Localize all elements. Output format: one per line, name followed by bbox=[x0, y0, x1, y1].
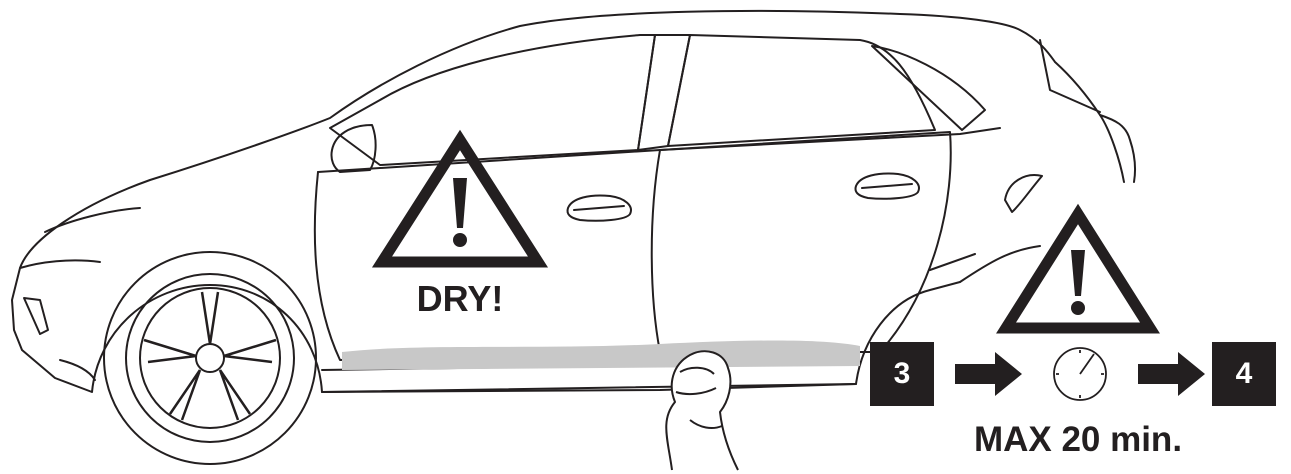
step-number-box-end: 4 bbox=[1212, 342, 1276, 406]
step-number-box-start: 3 bbox=[870, 342, 934, 406]
step-number-end: 4 bbox=[1236, 357, 1253, 391]
front-wheel bbox=[104, 252, 316, 464]
side-mirror bbox=[331, 125, 375, 172]
time-limit-text: MAX 20 min. bbox=[958, 420, 1198, 460]
b-pillar bbox=[638, 35, 690, 150]
warning-dry-text: DRY! bbox=[388, 278, 532, 320]
rear-door bbox=[660, 132, 951, 352]
fuel-cap bbox=[1005, 175, 1042, 212]
warning-triangle-icon bbox=[382, 140, 538, 262]
sill-cleaning-area bbox=[342, 341, 860, 371]
warning-triangle-icon bbox=[1006, 214, 1150, 328]
front-window bbox=[330, 35, 655, 165]
arrow-right-icon bbox=[955, 352, 1022, 396]
stopwatch-icon bbox=[1054, 348, 1106, 400]
step-number-start: 3 bbox=[894, 357, 911, 391]
arrow-right-icon bbox=[1138, 352, 1205, 396]
cleaning-cloth-icon bbox=[666, 351, 738, 470]
